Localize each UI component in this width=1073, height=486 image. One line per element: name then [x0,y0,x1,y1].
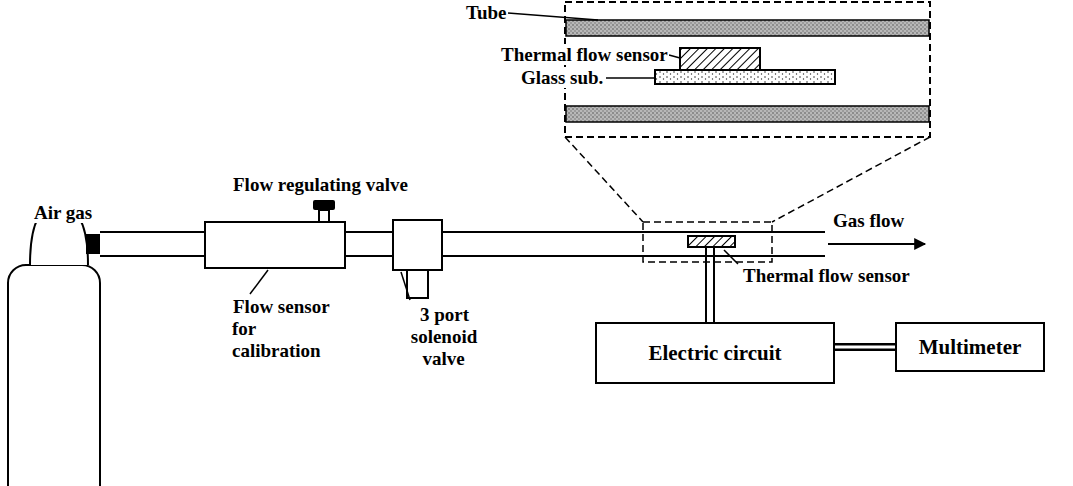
box-text: Multimeter [919,335,1022,359]
sensor-chip [688,236,735,247]
label-text: Thermal flow sensor [742,265,911,286]
box-text: Electric circuit [648,341,781,365]
wire-inner [835,346,895,349]
label-text: Glass sub. [520,67,604,88]
leader-line [724,250,738,264]
label-text: Tube [465,2,508,23]
part-label: Glass sub. [520,67,604,89]
part-label: Flow sensor for calibration [232,296,348,362]
process-box: Multimeter [895,322,1045,372]
label-text: Air gas [33,202,93,223]
leader-line [250,270,268,294]
tube-wall [566,20,929,36]
inset-frame [565,2,930,137]
solenoid-coil [407,270,428,298]
part-label: 3 port solenoid valve [398,304,490,370]
label-text: 3 port solenoid valve [411,304,478,369]
double-wire [835,347,895,348]
leader-line [606,77,655,79]
zoom-line [565,137,643,222]
label-text: Thermal flow sensor [500,44,669,65]
label-text: Gas flow [832,210,905,231]
cylinder-connector [86,234,100,254]
tube-wall [566,106,929,122]
solenoid-valve [393,220,442,270]
part-label: Air gas [33,202,93,224]
part-label: Thermal flow sensor [742,265,911,287]
glass-substrate [655,70,835,84]
process-box: Electric circuit [595,322,835,384]
sensor-wire [705,247,707,322]
sensor-wire [713,247,715,322]
valve-stem [319,210,329,222]
part-label: Thermal flow sensor [500,44,669,66]
part-label: Gas flow [832,210,905,232]
sensor-chip [680,48,760,70]
leader-line [669,55,680,58]
calibration-flow-sensor [205,222,345,268]
flow-arrow [828,243,925,245]
label-text: Flow sensor for calibration [232,296,330,361]
label-text: Flow regulating valve [232,174,409,195]
part-label: Flow regulating valve [232,174,409,196]
valve-knob [313,200,335,210]
leader-line [401,272,410,300]
wire-outer [835,343,895,351]
gas-cylinder [8,265,100,486]
part-label: Tube [465,2,508,24]
leader-line [508,13,598,20]
